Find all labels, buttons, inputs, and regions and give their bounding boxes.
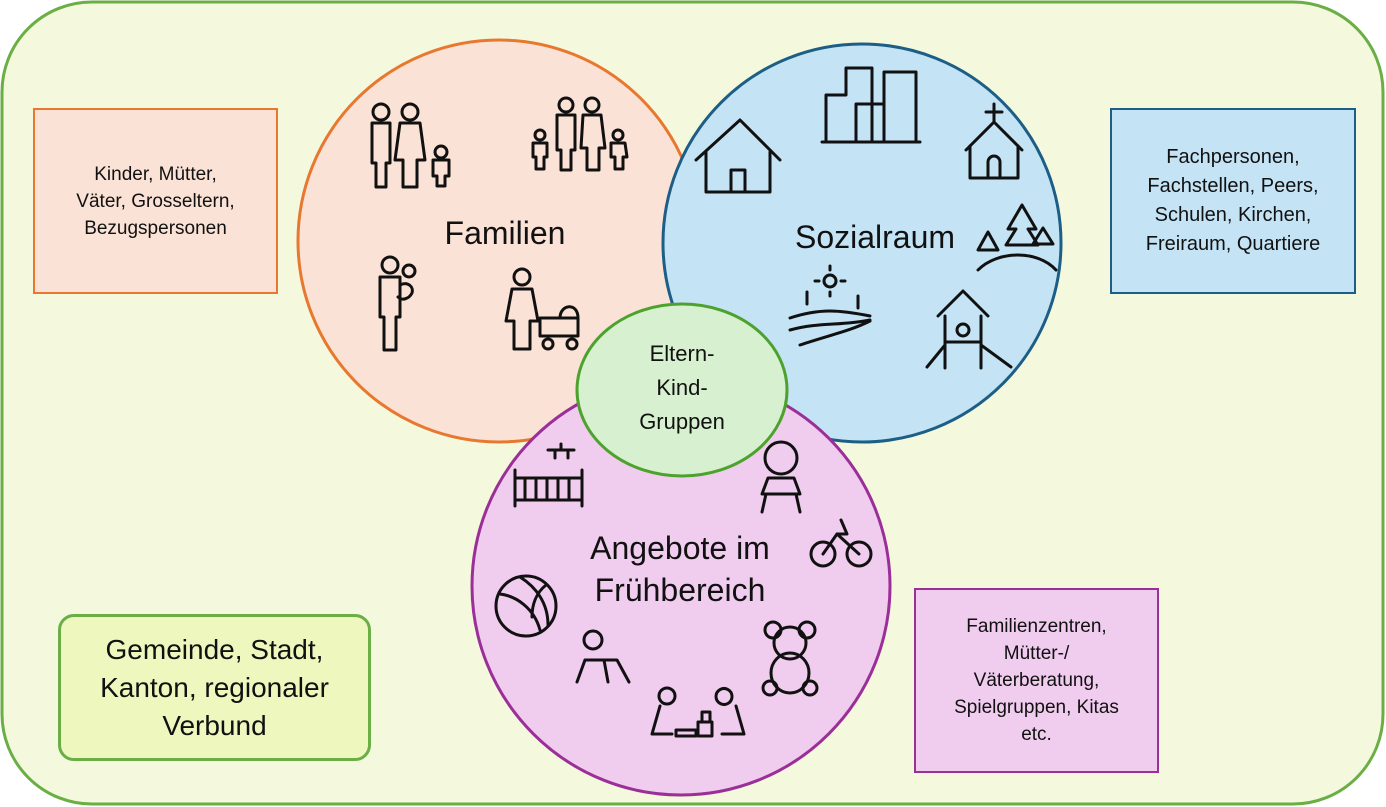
region-box: Gemeinde, Stadt, Kanton, regionaler Verb… [58, 614, 371, 761]
forest-trees-icon [976, 203, 1058, 272]
familien-description-box: Kinder, Mütter, Väter, Grosseltern, Bezu… [33, 108, 278, 294]
parent-with-stroller-icon [504, 267, 580, 351]
baby-icon [760, 440, 802, 514]
bicycle-icon [809, 518, 873, 568]
church-icon [964, 102, 1024, 180]
sozialraum-label: Sozialraum [794, 218, 956, 255]
fields-sun-icon [788, 264, 872, 347]
ball-icon [494, 574, 558, 638]
angebote-description: Familienzentren, Mütter-/ Väterberatung,… [954, 616, 1119, 745]
city-buildings-icon [820, 66, 922, 144]
house-icon [694, 118, 782, 194]
crib-mobile-icon [513, 442, 584, 508]
region-description: Gemeinde, Stadt, Kanton, regionaler Verb… [100, 633, 329, 741]
crawling-baby-icon [575, 629, 631, 684]
children-playing-blocks-icon [650, 686, 746, 738]
center-ellipse [575, 302, 789, 478]
parent-holding-baby-icon [378, 255, 417, 352]
playground-slide-icon [925, 289, 1013, 370]
familien-description: Kinder, Mütter, Väter, Grosseltern, Bezu… [76, 163, 235, 239]
angebote-label: Angebote im Frühbereich [590, 530, 770, 608]
large-family-icon [531, 96, 629, 172]
angebote-description-box: Familienzentren, Mütter-/ Väterberatung,… [914, 588, 1159, 773]
sozialraum-description-box: Fachpersonen, Fachstellen, Peers, Schule… [1110, 108, 1356, 294]
center-label: Eltern- Kind- Gruppen [639, 341, 725, 434]
teddy-bear-icon [761, 620, 819, 697]
sozialraum-description: Fachpersonen, Fachstellen, Peers, Schule… [1145, 146, 1321, 255]
family-icon [370, 102, 451, 189]
familien-label: Familien [444, 214, 566, 251]
